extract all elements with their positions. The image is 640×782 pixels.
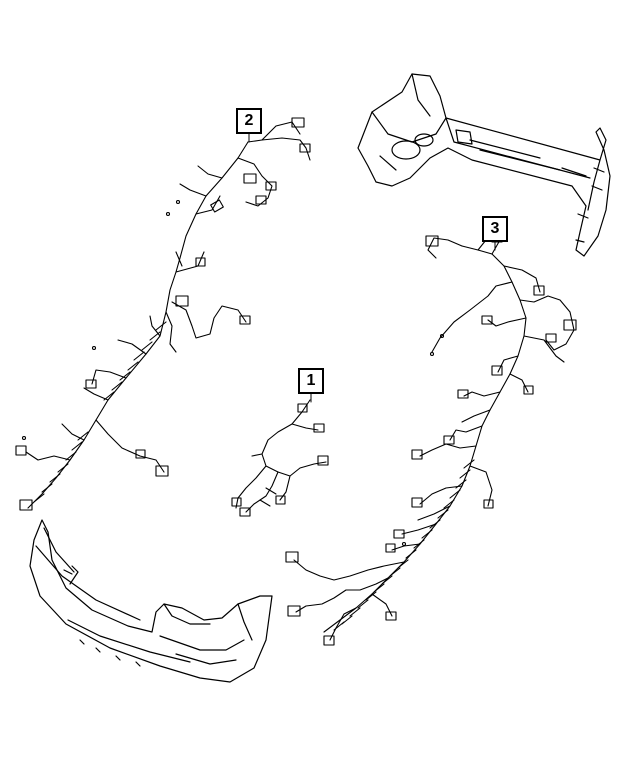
callout-3[interactable]: 3 [482, 216, 508, 242]
front-bumper-fascia [29, 519, 273, 683]
wiring-harness-3 [285, 233, 577, 646]
wiring-harness-2 [15, 117, 311, 511]
callout-1[interactable]: 1 [298, 368, 324, 394]
callout-leaders [248, 133, 496, 403]
wiring-harness-1 [231, 399, 329, 517]
callout-2[interactable]: 2 [236, 108, 262, 134]
rear-bumper-fascia [357, 73, 611, 257]
